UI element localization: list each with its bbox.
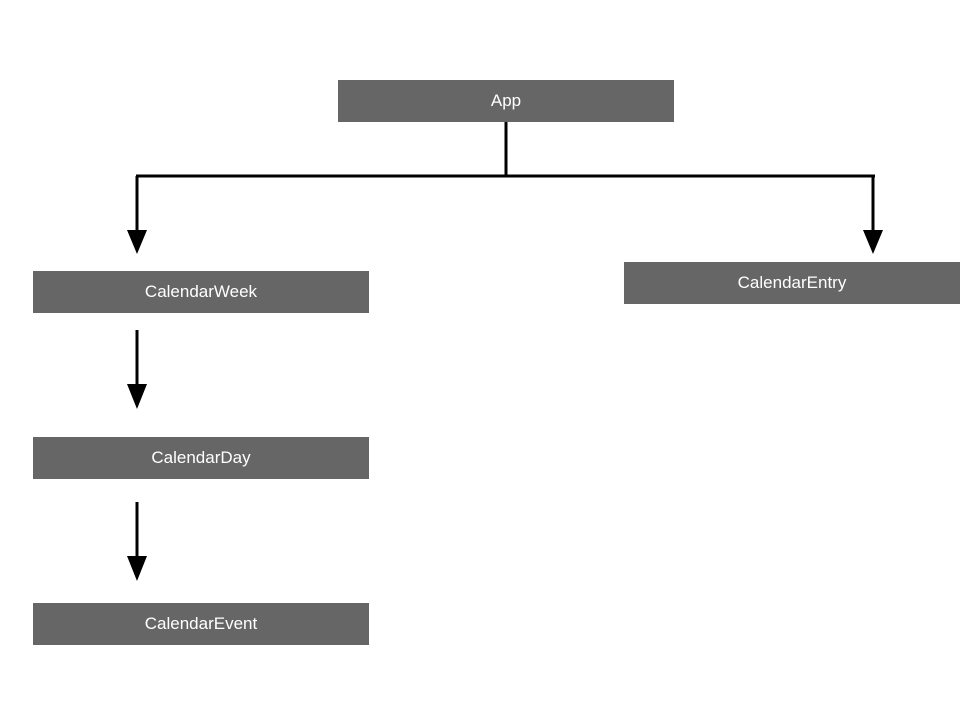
node-calendar-entry-label: CalendarEntry	[737, 273, 847, 292]
arrowhead-to-day	[127, 384, 147, 409]
node-calendar-day: CalendarDay	[33, 437, 369, 479]
node-calendar-week: CalendarWeek	[33, 271, 369, 313]
node-app-label: App	[490, 91, 522, 110]
arrowhead-to-entry	[863, 230, 883, 254]
arrowhead-to-week	[127, 230, 147, 254]
node-app: App	[338, 80, 674, 122]
node-calendar-week-label: CalendarWeek	[144, 282, 258, 301]
node-calendar-day-label: CalendarDay	[151, 448, 251, 467]
arrowhead-to-event	[127, 556, 147, 581]
node-calendar-event-label: CalendarEvent	[144, 614, 258, 633]
node-calendar-entry: CalendarEntry	[624, 262, 960, 304]
node-calendar-event: CalendarEvent	[33, 603, 369, 645]
